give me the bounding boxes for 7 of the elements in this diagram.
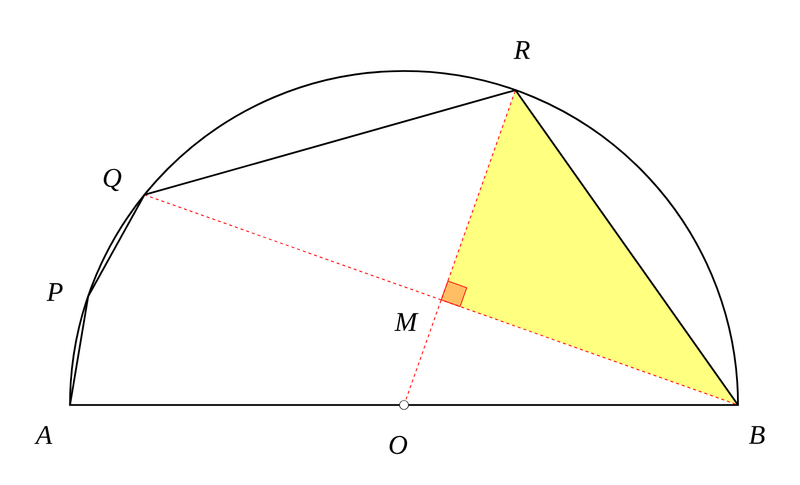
point-label: O [390, 436, 408, 454]
point-label: Q [104, 168, 122, 192]
point-label: R [514, 41, 530, 59]
point-label: M [394, 313, 418, 331]
point-label: B [749, 426, 765, 444]
point-label: P [46, 283, 63, 301]
point-label: A [34, 426, 52, 444]
